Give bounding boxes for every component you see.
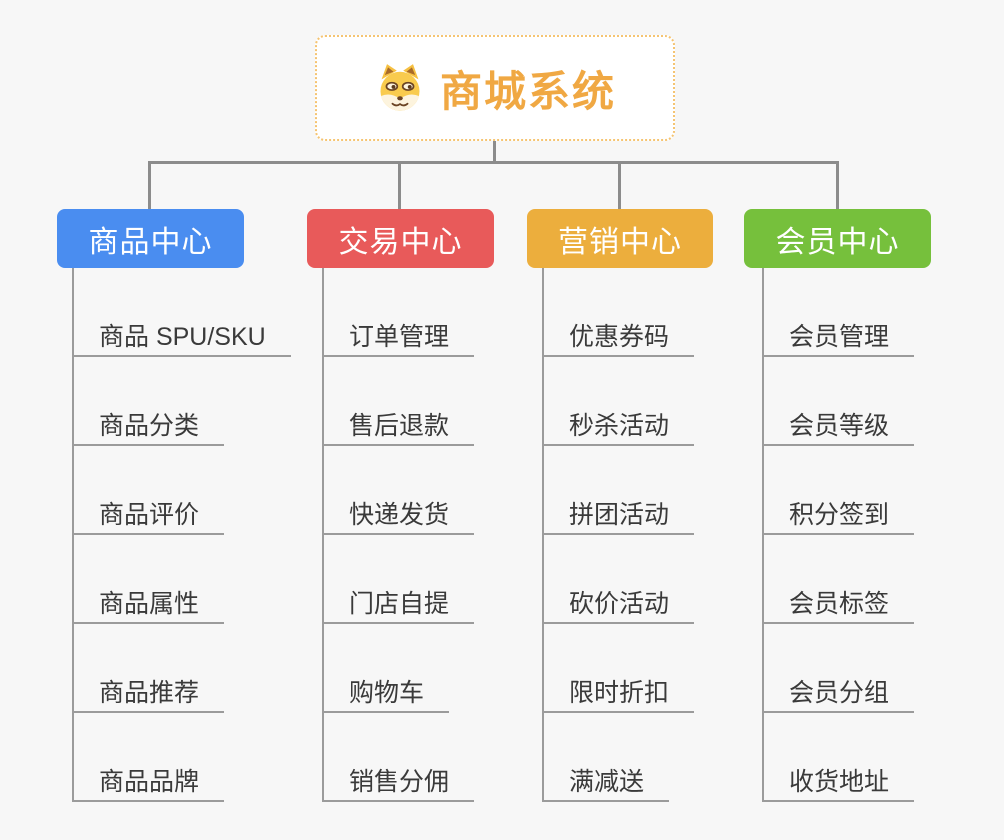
child-node[interactable]: 商品 SPU/SKU bbox=[72, 323, 291, 357]
branch-node-trade[interactable]: 交易中心 bbox=[307, 209, 494, 268]
child-node[interactable]: 快递发货 bbox=[322, 501, 475, 535]
branch-node-product[interactable]: 商品中心 bbox=[57, 209, 244, 268]
root-title: 商城系统 bbox=[439, 67, 616, 115]
child-node[interactable]: 会员标签 bbox=[762, 590, 915, 624]
branch-children-member: 会员管理 会员等级 积分签到 会员标签 会员分组 收货地址 bbox=[762, 268, 1002, 802]
child-node[interactable]: 购物车 bbox=[322, 679, 450, 713]
child-node[interactable]: 拼团活动 bbox=[542, 501, 695, 535]
connector-stem-marketing bbox=[618, 162, 621, 210]
branch-children-product: 商品 SPU/SKU 商品分类 商品评价 商品属性 商品推荐 商品品牌 bbox=[72, 268, 312, 802]
child-node[interactable]: 积分签到 bbox=[762, 501, 915, 535]
child-node[interactable]: 门店自提 bbox=[322, 590, 475, 624]
child-node[interactable]: 会员分组 bbox=[762, 679, 915, 713]
connector-stem-product bbox=[148, 162, 151, 210]
child-node[interactable]: 商品属性 bbox=[72, 590, 225, 624]
child-node[interactable]: 商品品牌 bbox=[72, 768, 225, 802]
branch-children-marketing: 优惠券码 秒杀活动 拼团活动 砍价活动 限时折扣 满减送 bbox=[542, 268, 782, 802]
child-node[interactable]: 限时折扣 bbox=[542, 679, 695, 713]
child-node[interactable]: 满减送 bbox=[542, 768, 670, 802]
branch-node-marketing[interactable]: 营销中心 bbox=[527, 209, 713, 268]
connector-stem-trade bbox=[398, 162, 401, 210]
connector-root-stem bbox=[493, 141, 496, 163]
branch-children-trade: 订单管理 售后退款 快递发货 门店自提 购物车 销售分佣 bbox=[322, 268, 562, 802]
branch-node-member[interactable]: 会员中心 bbox=[744, 209, 931, 268]
child-node[interactable]: 砍价活动 bbox=[542, 590, 695, 624]
connector-stem-member bbox=[836, 162, 839, 210]
dog-face-icon bbox=[380, 64, 420, 111]
child-node[interactable]: 收货地址 bbox=[762, 768, 915, 802]
child-node[interactable]: 会员管理 bbox=[762, 323, 915, 357]
child-node[interactable]: 商品分类 bbox=[72, 412, 225, 446]
connector-bus bbox=[148, 161, 839, 164]
child-node[interactable]: 售后退款 bbox=[322, 412, 475, 446]
child-node[interactable]: 秒杀活动 bbox=[542, 412, 695, 446]
child-node[interactable]: 优惠券码 bbox=[542, 323, 695, 357]
root-node[interactable]: 商城系统 bbox=[315, 35, 675, 141]
child-node[interactable]: 订单管理 bbox=[322, 323, 475, 357]
child-node[interactable]: 销售分佣 bbox=[322, 768, 475, 802]
child-node[interactable]: 商品评价 bbox=[72, 501, 225, 535]
child-node[interactable]: 会员等级 bbox=[762, 412, 915, 446]
child-node[interactable]: 商品推荐 bbox=[72, 679, 225, 713]
